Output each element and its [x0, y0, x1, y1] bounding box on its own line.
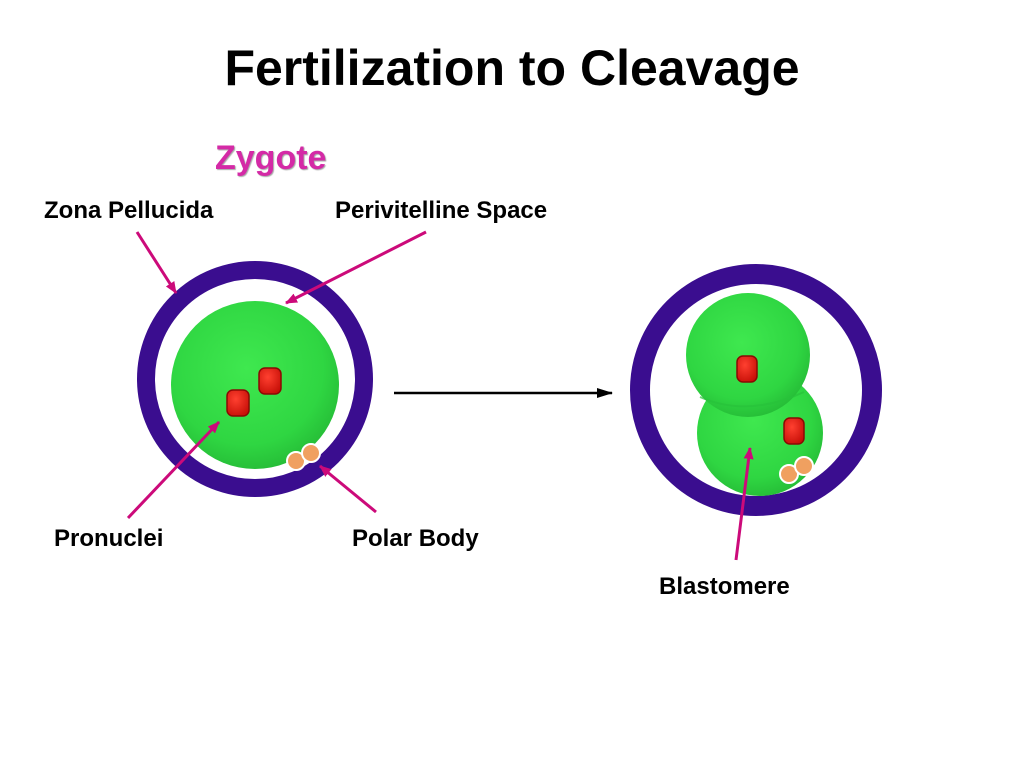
blastomere-upper: [686, 293, 810, 417]
pronuclei-pointer: [126, 420, 221, 520]
polar-body-2: [301, 443, 321, 463]
blastomere-nucleus-1: [736, 355, 758, 383]
blastomere-nucleus-2: [783, 417, 805, 445]
blastomere-boundary: [699, 391, 805, 408]
label-pronuclei: Pronuclei: [54, 525, 164, 552]
label-zona-pellucida: Zona Pellucida: [44, 197, 214, 224]
label-blastomere: Blastomere: [659, 573, 790, 600]
perivitelline-pointer: [285, 230, 427, 305]
polar-body-pointer: [319, 464, 377, 514]
page-title: Fertilization to Cleavage: [224, 40, 800, 96]
label-polar-body: Polar Body: [352, 525, 479, 552]
pronucleus-1: [258, 367, 282, 395]
pronucleus-2: [226, 389, 250, 417]
label-perivitelline-space: Perivitelline Space: [335, 197, 548, 224]
zygote-group: [137, 261, 373, 497]
two-cell-group: [630, 264, 882, 516]
blastomere-pointer: [734, 447, 754, 561]
zona-pellucida-pointer: [135, 231, 178, 294]
polar-body-4: [794, 456, 814, 476]
zygote-subtitle: Zygote: [215, 139, 327, 177]
